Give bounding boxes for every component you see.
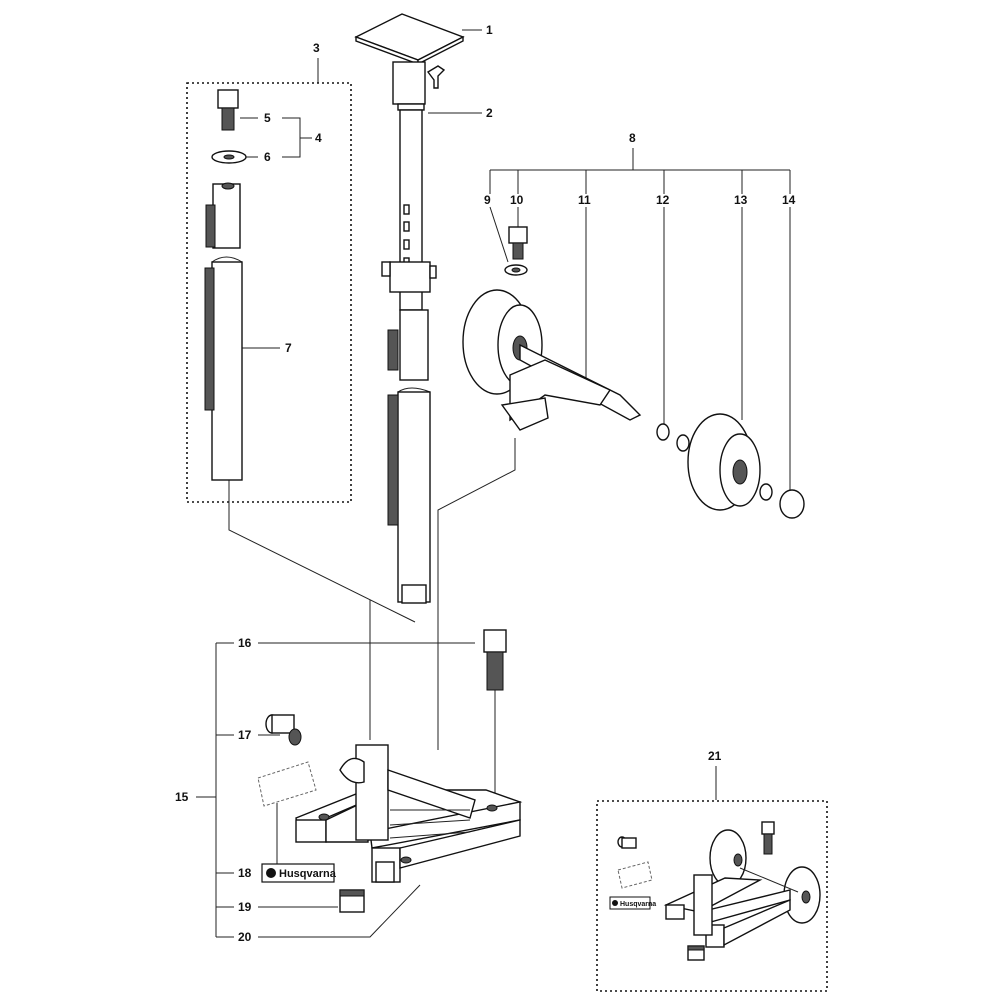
callout-15: 15 xyxy=(175,790,189,804)
callout-16: 16 xyxy=(238,636,252,650)
rack-part-7 xyxy=(204,182,243,481)
callout-4: 4 xyxy=(315,131,322,145)
husqvarna-decal: Husqvarna xyxy=(261,863,337,883)
column-rack-teeth xyxy=(387,329,399,526)
callout-21: 21 xyxy=(708,749,722,763)
callout-8: 8 xyxy=(629,131,636,145)
callout-19: 19 xyxy=(238,900,252,914)
group-3-dashed-box xyxy=(186,82,352,503)
decal-text-small: Husqvarna xyxy=(620,901,656,908)
callout-9: 9 xyxy=(484,193,491,207)
callout-7: 7 xyxy=(285,341,292,355)
callout-18: 18 xyxy=(238,866,252,880)
group-21-dashed-box xyxy=(596,800,828,992)
complete-stand-part-21: Husqvarna xyxy=(609,821,821,961)
callout-3: 3 xyxy=(313,41,320,55)
wheel-kit-part-8 xyxy=(462,226,805,519)
bolt-part-5 xyxy=(217,89,239,131)
top-plate-part xyxy=(354,13,465,66)
leader-lines xyxy=(196,29,791,938)
callout-20: 20 xyxy=(238,930,252,944)
callout-11: 11 xyxy=(578,193,591,207)
washer-part-6 xyxy=(211,150,247,164)
callout-2: 2 xyxy=(486,106,493,120)
column-part xyxy=(381,61,446,604)
callout-6: 6 xyxy=(264,150,271,164)
callout-labels: 1 2 3 4 5 6 7 8 9 10 11 12 13 14 15 16 1… xyxy=(175,23,796,944)
callout-14: 14 xyxy=(782,193,796,207)
callout-1: 1 xyxy=(486,23,493,37)
callout-17: 17 xyxy=(238,728,252,742)
callout-5: 5 xyxy=(264,111,271,125)
base-part-15: Husqvarna xyxy=(257,629,523,913)
callout-13: 13 xyxy=(734,193,748,207)
callout-12: 12 xyxy=(656,193,670,207)
decal-text: Husqvarna xyxy=(279,868,337,880)
callout-10: 10 xyxy=(510,193,524,207)
